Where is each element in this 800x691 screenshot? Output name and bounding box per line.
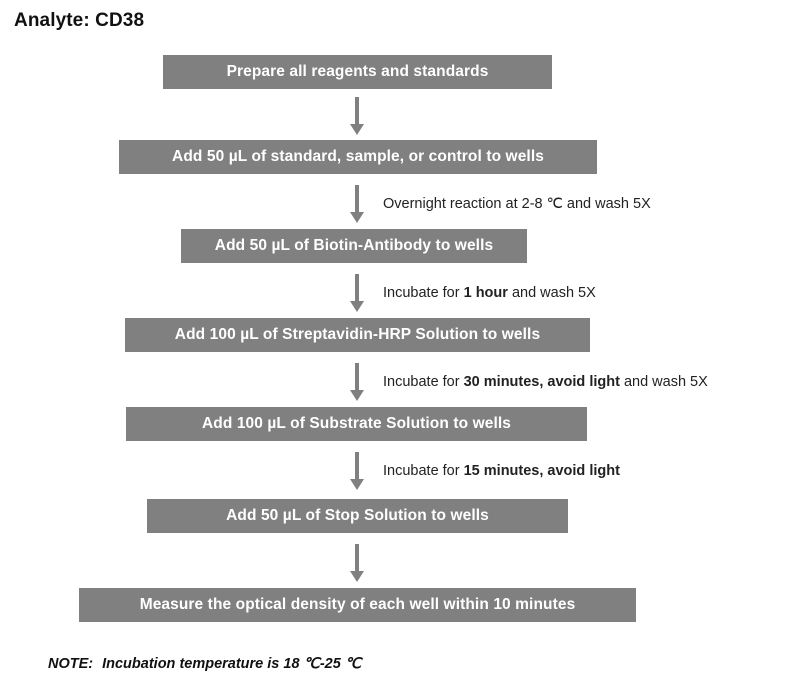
note-text: Incubation temperature is 18 ℃-25 ℃ xyxy=(102,656,362,672)
page-title: Analyte: CD38 xyxy=(14,10,145,31)
annotation-text-pre: Incubate for xyxy=(383,374,464,390)
flow-step-add-substrate-solution: Add 100 µL of Substrate Solution to well… xyxy=(126,407,587,441)
annotation-text-bold: 30 minutes, avoid light xyxy=(463,374,620,390)
flow-annotation-incubate-30-minutes: Incubate for 30 minutes, avoid light and… xyxy=(383,374,708,390)
flow-step-prepare-reagents: Prepare all reagents and standards xyxy=(163,55,552,89)
flow-step-add-biotin-antibody: Add 50 µL of Biotin-Antibody to wells xyxy=(181,229,527,263)
flow-step-add-stop-solution: Add 50 µL of Stop Solution to wells xyxy=(147,499,568,533)
note-line: NOTE: Incubation temperature is 18 ℃-25 ℃ xyxy=(48,656,361,672)
flow-step-add-standard-sample: Add 50 µL of standard, sample, or contro… xyxy=(119,140,597,174)
flow-arrow-6 xyxy=(349,544,365,582)
flow-step-measure-optical-density: Measure the optical density of each well… xyxy=(79,588,636,622)
annotation-text-pre: Overnight reaction at 2-8 ℃ and wash 5X xyxy=(383,196,651,212)
flow-annotation-incubate-1-hour: Incubate for 1 hour and wash 5X xyxy=(383,285,596,301)
flow-annotation-incubate-15-minutes: Incubate for 15 minutes, avoid light xyxy=(383,463,620,479)
annotation-text-bold: 1 hour xyxy=(463,285,508,301)
flow-arrow-5 xyxy=(349,452,365,490)
annotation-text-bold: 15 minutes, avoid light xyxy=(463,463,620,479)
note-label: NOTE: xyxy=(48,656,94,672)
flow-arrow-4 xyxy=(349,363,365,401)
flow-step-add-streptavidin-hrp: Add 100 µL of Streptavidin-HRP Solution … xyxy=(125,318,590,352)
annotation-text-post: and wash 5X xyxy=(507,285,596,301)
flow-arrow-2 xyxy=(349,185,365,223)
annotation-text-post: and wash 5X xyxy=(619,374,708,390)
flow-annotation-overnight-reaction: Overnight reaction at 2-8 ℃ and wash 5X xyxy=(383,196,651,212)
annotation-text-pre: Incubate for xyxy=(383,463,464,479)
flow-arrow-3 xyxy=(349,274,365,312)
flow-arrow-1 xyxy=(349,97,365,135)
annotation-text-pre: Incubate for xyxy=(383,285,464,301)
